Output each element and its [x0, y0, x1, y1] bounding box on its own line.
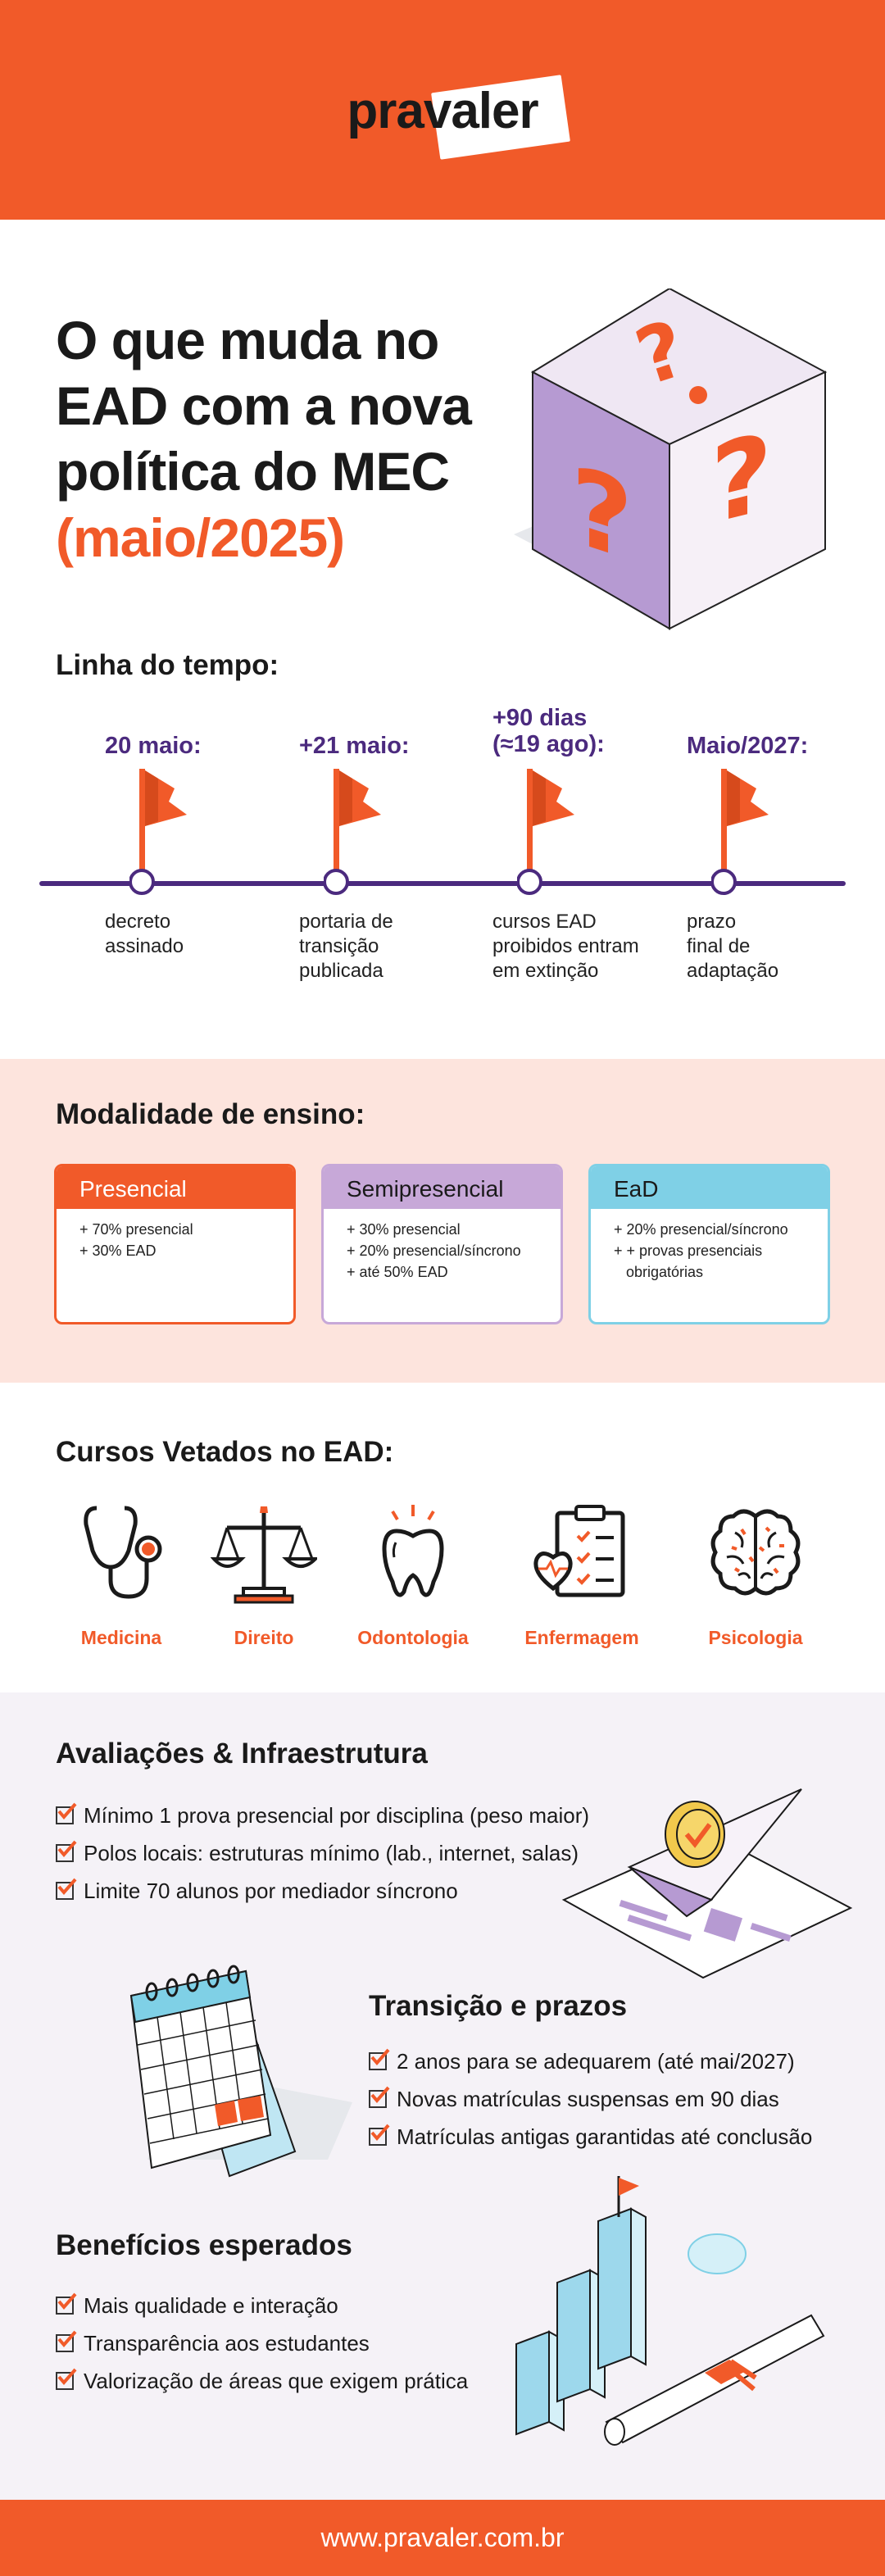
timeline-date: +90 dias(≈19 ago): [492, 705, 605, 757]
list-item: Mínimo 1 prova presencial por disciplina… [56, 1797, 589, 1834]
avaliacoes-list: Mínimo 1 prova presencial por disciplina… [56, 1797, 589, 1910]
list-item: Transparência aos estudantes [56, 2324, 468, 2362]
card-title: EaD [591, 1166, 828, 1209]
transicao-list: 2 anos para se adequarem (até mai/2027) … [369, 2042, 812, 2156]
flag-icon [129, 769, 187, 895]
list-item: Polos locais: estruturas mínimo (lab., i… [56, 1834, 589, 1872]
course-label: Psicologia [708, 1627, 803, 1648]
list-item: Valorização de áreas que exigem prática [56, 2362, 468, 2400]
checkbox-icon [369, 2086, 390, 2108]
beneficios-list: Mais qualidade e interação Transparência… [56, 2287, 468, 2400]
scales-icon [210, 1506, 320, 1604]
flag-icon [324, 769, 381, 895]
checkbox-icon [56, 2292, 77, 2315]
timeline-date: Maio/2027: [687, 733, 809, 759]
growth-bars-illustration [515, 2176, 825, 2446]
beneficios-title: Benefícios esperados [56, 2229, 352, 2261]
page-subtitle: (maio/2025) [56, 507, 345, 568]
timeline-date: +21 maio: [299, 733, 410, 759]
paper-plane-illustration [561, 1788, 853, 1979]
transicao-title: Transição e prazos [369, 1990, 628, 2022]
calendar-illustration [129, 1965, 352, 2178]
card-body: + 20% presencial/síncrono+ + provas pres… [614, 1221, 788, 1280]
avaliacoes-title: Avaliações & Infraestrutura [56, 1738, 428, 1770]
list-item: Novas matrículas suspensas em 90 dias [369, 2080, 812, 2118]
card-body: + 70% presencial+ 30% EAD [79, 1221, 193, 1259]
stethoscope-icon [84, 1506, 162, 1599]
course-label: Enfermagem [524, 1627, 639, 1648]
pravaler-logo[interactable]: pravaler [0, 75, 885, 160]
list-item: 2 anos para se adequarem (até mai/2027) [369, 2042, 812, 2080]
checkbox-icon [56, 2368, 77, 2390]
checkbox-icon [56, 1878, 77, 1900]
flag-icon [711, 769, 769, 895]
question-cube-illustration: ? ? ? [514, 288, 828, 630]
card-body: + 30% presencial+ 20% presencial/síncron… [347, 1221, 521, 1280]
clipboard-heart-icon [533, 1505, 625, 1597]
course-label: Direito [234, 1627, 294, 1648]
checkbox-icon [56, 1840, 77, 1862]
checkbox-icon [369, 2048, 390, 2070]
modalidade-title: Modalidade de ensino: [56, 1098, 365, 1130]
timeline-line [39, 881, 846, 886]
course-odontologia: Odontologia [347, 1500, 479, 1649]
checkbox-icon [369, 2124, 390, 2146]
card-title: Semipresencial [324, 1166, 560, 1209]
course-medicina: Medicina [56, 1500, 187, 1649]
course-psicologia: Psicologia [690, 1500, 821, 1649]
modalidade-card-presencial: Presencial + 70% presencial+ 30% EAD [54, 1164, 296, 1324]
tooth-icon [382, 1505, 444, 1597]
modalidade-card-ead: EaD + 20% presencial/síncrono+ + provas … [588, 1164, 830, 1324]
flag-icon [517, 769, 574, 895]
brain-icon [710, 1509, 801, 1596]
timeline-date: 20 maio: [105, 733, 202, 759]
footer-url[interactable]: www.pravaler.com.br [0, 2500, 885, 2576]
svg-text:?: ? [710, 409, 772, 548]
course-enfermagem: Enfermagem [516, 1500, 647, 1649]
cursos-title: Cursos Vetados no EAD: [56, 1436, 394, 1468]
modalidade-card-semipresencial: Semipresencial + 30% presencial+ 20% pre… [321, 1164, 563, 1324]
checkbox-icon [56, 1802, 77, 1824]
course-label: Odontologia [357, 1627, 469, 1648]
list-item: Limite 70 alunos por mediador síncrono [56, 1872, 589, 1910]
course-label: Medicina [80, 1627, 162, 1648]
card-title: Presencial [57, 1166, 293, 1209]
timeline-title: Linha do tempo: [56, 649, 279, 681]
svg-text:?: ? [571, 443, 633, 587]
page-title: O que muda no EAD com a nova política do… [56, 310, 472, 502]
course-direito: Direito [198, 1500, 329, 1649]
list-item: Mais qualidade e interação [56, 2287, 468, 2324]
checkbox-icon [56, 2330, 77, 2352]
list-item: Matrículas antigas garantidas até conclu… [369, 2118, 812, 2156]
